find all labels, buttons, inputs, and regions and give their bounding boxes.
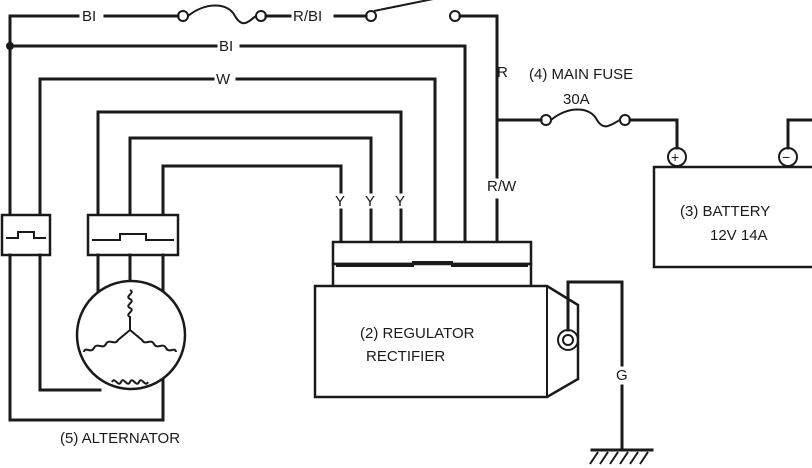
battery-plus-icon: + [671,149,679,165]
wire-label-y3: Y [395,193,405,210]
main-fuse-element [550,108,621,128]
battery-plus-terminal [667,147,687,167]
regulator-label-line2: RECTIFIER [366,348,445,365]
wire-y1 [161,164,343,217]
switch-lever [373,0,434,12]
wire-to-battery-plus [628,118,679,150]
wire-g-upper [566,280,624,367]
alternator-stator [75,279,187,391]
alternator-coil-right [129,329,177,353]
battery-minus-icon: − [782,149,790,165]
wire-label-r: R [497,64,508,81]
ground-bolt-inner [562,334,574,346]
wire-label-bl-mid: BI [219,38,233,55]
alternator-label: (5) ALTERNATOR [60,430,180,447]
main-fuse-label: (4) MAIN FUSE [529,66,633,83]
regulator-label-line1: (2) REGULATOR [360,325,475,342]
wire-label-y1: Y [335,193,345,210]
ground-symbol [589,448,654,465]
connector-alternator [86,213,180,257]
wire-label-w: W [216,71,231,88]
switch-terminal-left [365,10,377,22]
alternator-coil-top [127,289,133,330]
wire-w-to-alternator [38,253,102,392]
wire-battery-minus [786,118,812,150]
regulator-connector [331,240,533,290]
connector-left [0,213,52,257]
wire-y2 [128,136,373,217]
wire-label-y2: Y [365,193,375,210]
main-fuse-rating: 30A [563,91,590,108]
battery-rating: 12V 14A [710,227,768,244]
alternator-coil-left [83,329,131,353]
alternator-coil-bottom [111,379,149,385]
battery-label: (3) BATTERY [680,203,770,220]
battery [652,165,812,269]
wire-label-g: G [616,367,628,384]
wire-label-bl-top: BI [82,8,96,25]
regulator-rectifier-body [313,284,580,399]
wire-bl-to-alternator [8,253,165,422]
wire-label-r-w: R/W [487,178,517,195]
fuse-element-top [187,4,257,25]
wire-label-r-bl: R/BI [293,8,322,25]
wire-y3 [96,110,403,217]
